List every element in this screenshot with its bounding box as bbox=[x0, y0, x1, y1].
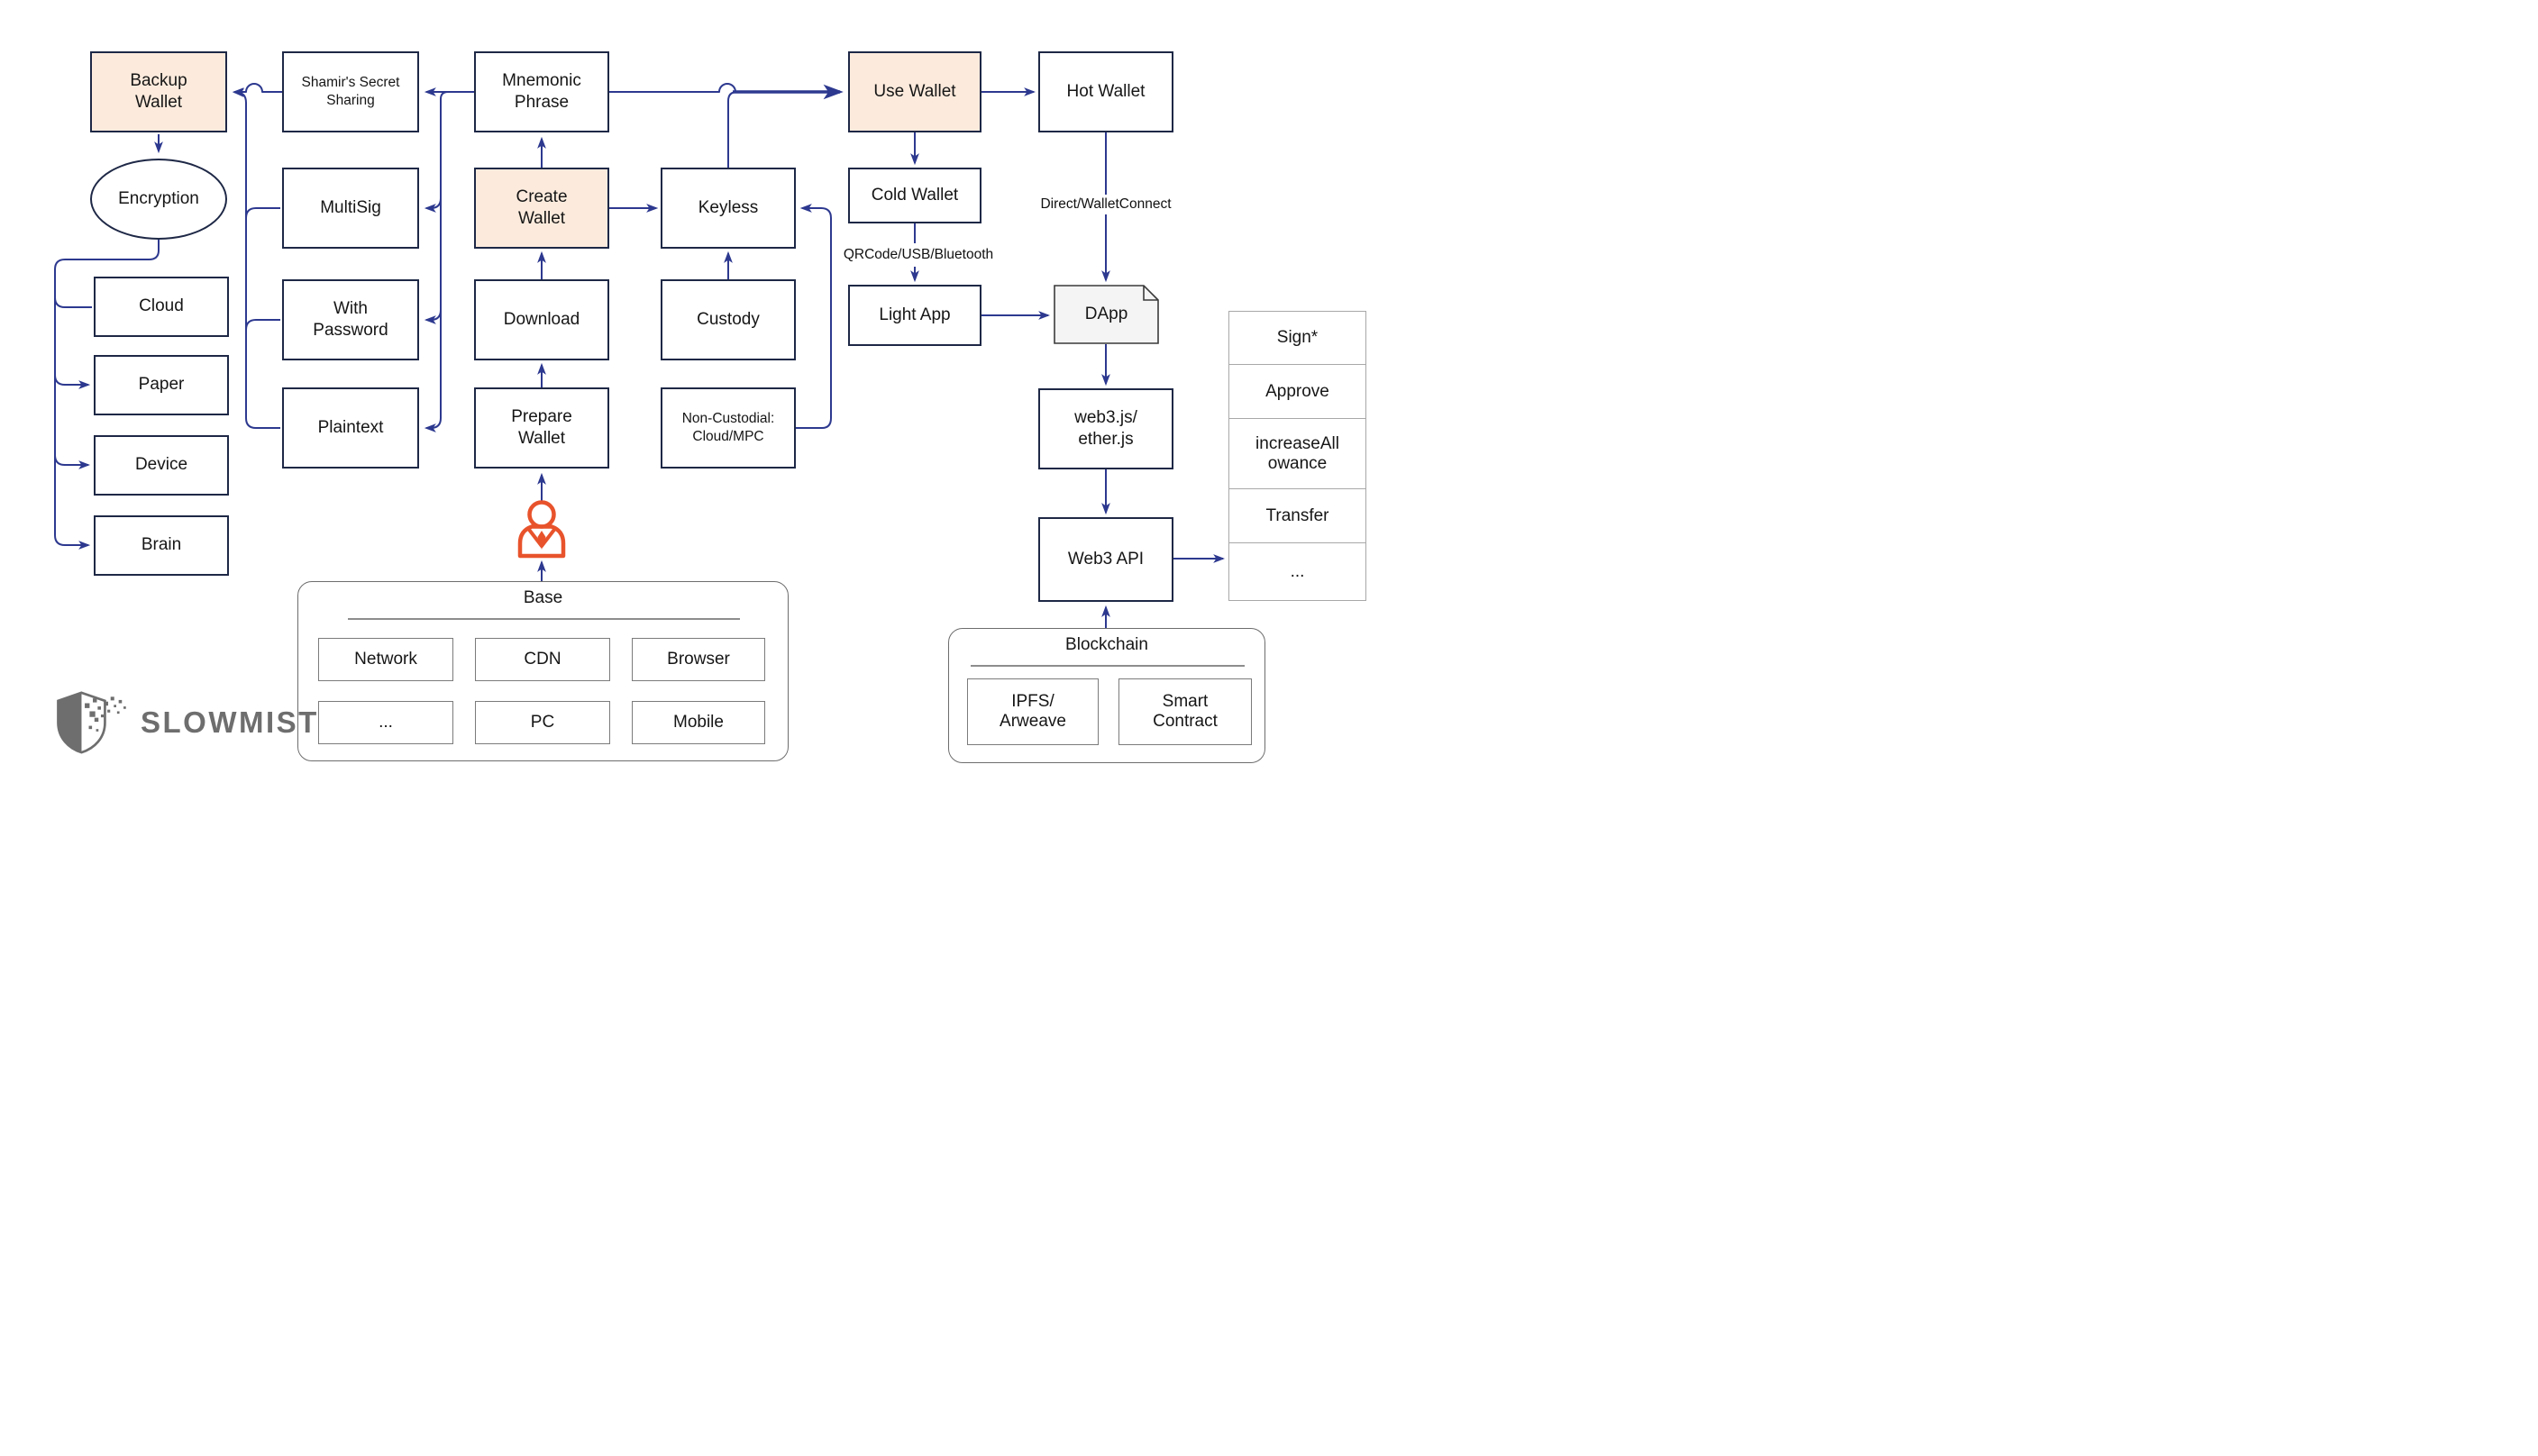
node-label: Device bbox=[134, 455, 188, 475]
node-use-wallet: Use Wallet bbox=[848, 51, 981, 132]
base-cell-browser: Browser bbox=[632, 638, 765, 681]
node-light-app: Light App bbox=[848, 285, 981, 346]
node-web3js-etherjs: web3.js/ ether.js bbox=[1038, 388, 1173, 469]
node-label: Web3 API bbox=[1067, 549, 1145, 569]
divider bbox=[348, 618, 740, 620]
node-label: Brain bbox=[141, 535, 182, 555]
node-shamirs-secret-sharing: Shamir's Secret Sharing bbox=[282, 51, 419, 132]
node-label: MultiSig bbox=[320, 197, 381, 217]
node-paper: Paper bbox=[94, 355, 229, 415]
node-label: Keyless bbox=[698, 197, 759, 217]
table-row-increaseallowance: increaseAll owance bbox=[1229, 419, 1365, 489]
node-non-custodial: Non-Custodial: Cloud/MPC bbox=[661, 387, 796, 469]
base-cell-cdn: CDN bbox=[475, 638, 610, 681]
node-label: Hot Wallet bbox=[1066, 81, 1146, 101]
node-label: Cloud bbox=[139, 296, 184, 316]
node-dapp: DApp bbox=[1054, 285, 1159, 344]
node-label: Non-Custodial: Cloud/MPC bbox=[681, 411, 775, 444]
note-shape bbox=[1054, 285, 1159, 344]
node-label: Light App bbox=[879, 305, 951, 324]
node-label: Use Wallet bbox=[873, 81, 956, 101]
node-brain: Brain bbox=[94, 515, 229, 576]
blockchain-group-title: Blockchain bbox=[1065, 635, 1148, 654]
node-cloud: Cloud bbox=[94, 277, 229, 337]
node-label: Cold Wallet bbox=[871, 185, 959, 205]
node-custody: Custody bbox=[661, 279, 796, 360]
table-row-approve: Approve bbox=[1229, 365, 1365, 419]
table-row-sign: Sign* bbox=[1229, 312, 1365, 365]
node-label: Backup Wallet bbox=[130, 70, 187, 112]
node-with-password: With Password bbox=[282, 279, 419, 360]
node-multisig: MultiSig bbox=[282, 168, 419, 249]
divider bbox=[971, 665, 1245, 667]
base-cell-pc: PC bbox=[475, 701, 610, 744]
base-cell-network: Network bbox=[318, 638, 453, 681]
node-label: Paper bbox=[138, 375, 185, 395]
base-cell-mobile: Mobile bbox=[632, 701, 765, 744]
edge-label-direct-walletconnect: Direct/WalletConnect bbox=[1040, 196, 1172, 212]
node-web3-api: Web3 API bbox=[1038, 517, 1173, 602]
wallet-security-flowchart: Backup Wallet Shamir's Secret Sharing Mn… bbox=[0, 0, 1413, 809]
node-label: Shamir's Secret Sharing bbox=[301, 75, 400, 108]
node-backup-wallet: Backup Wallet bbox=[90, 51, 227, 132]
node-download: Download bbox=[474, 279, 609, 360]
node-label: Download bbox=[503, 309, 580, 329]
node-encryption: Encryption bbox=[90, 159, 227, 240]
node-label: DApp bbox=[1084, 304, 1128, 323]
slowmist-shield-icon bbox=[57, 691, 126, 754]
node-label: web3.js/ ether.js bbox=[1074, 407, 1137, 449]
table-row-more: ... bbox=[1290, 561, 1305, 581]
table-row-transfer: Transfer bbox=[1229, 489, 1365, 543]
node-label: Plaintext bbox=[317, 417, 384, 437]
slowmist-logo: SLOWMIST bbox=[54, 687, 319, 759]
blockchain-group: Blockchain IPFS/ Arweave Smart Contract bbox=[948, 628, 1265, 763]
person-icon bbox=[517, 500, 566, 559]
node-plaintext: Plaintext bbox=[282, 387, 419, 469]
node-device: Device bbox=[94, 435, 229, 496]
web3-api-call-table: Sign* Approve increaseAll owance Transfe… bbox=[1228, 311, 1366, 601]
base-group-title: Base bbox=[523, 588, 563, 607]
node-label: Custody bbox=[697, 309, 760, 329]
node-prepare-wallet: Prepare Wallet bbox=[474, 387, 609, 469]
node-label: Encryption bbox=[118, 188, 199, 208]
slowmist-logo-text: SLOWMIST bbox=[141, 705, 319, 740]
blockchain-cell-ipfs-arweave: IPFS/ Arweave bbox=[967, 678, 1099, 745]
node-cold-wallet: Cold Wallet bbox=[848, 168, 981, 223]
connector-lines bbox=[54, 83, 1226, 628]
node-keyless: Keyless bbox=[661, 168, 796, 249]
node-label: Create Wallet bbox=[516, 187, 568, 228]
blockchain-cell-smart-contract: Smart Contract bbox=[1118, 678, 1252, 745]
base-cell-more: ... bbox=[318, 701, 453, 744]
node-label: Prepare Wallet bbox=[511, 406, 572, 448]
node-label: Mnemonic Phrase bbox=[502, 70, 581, 112]
node-label: With Password bbox=[313, 298, 388, 340]
edge-label-qrcode-usb-bluetooth: QRCode/USB/Bluetooth bbox=[843, 247, 994, 262]
node-hot-wallet: Hot Wallet bbox=[1038, 51, 1173, 132]
node-mnemonic-phrase: Mnemonic Phrase bbox=[474, 51, 609, 132]
base-group: Base Network CDN Browser ... PC Mobile bbox=[297, 581, 789, 761]
node-create-wallet: Create Wallet bbox=[474, 168, 609, 249]
